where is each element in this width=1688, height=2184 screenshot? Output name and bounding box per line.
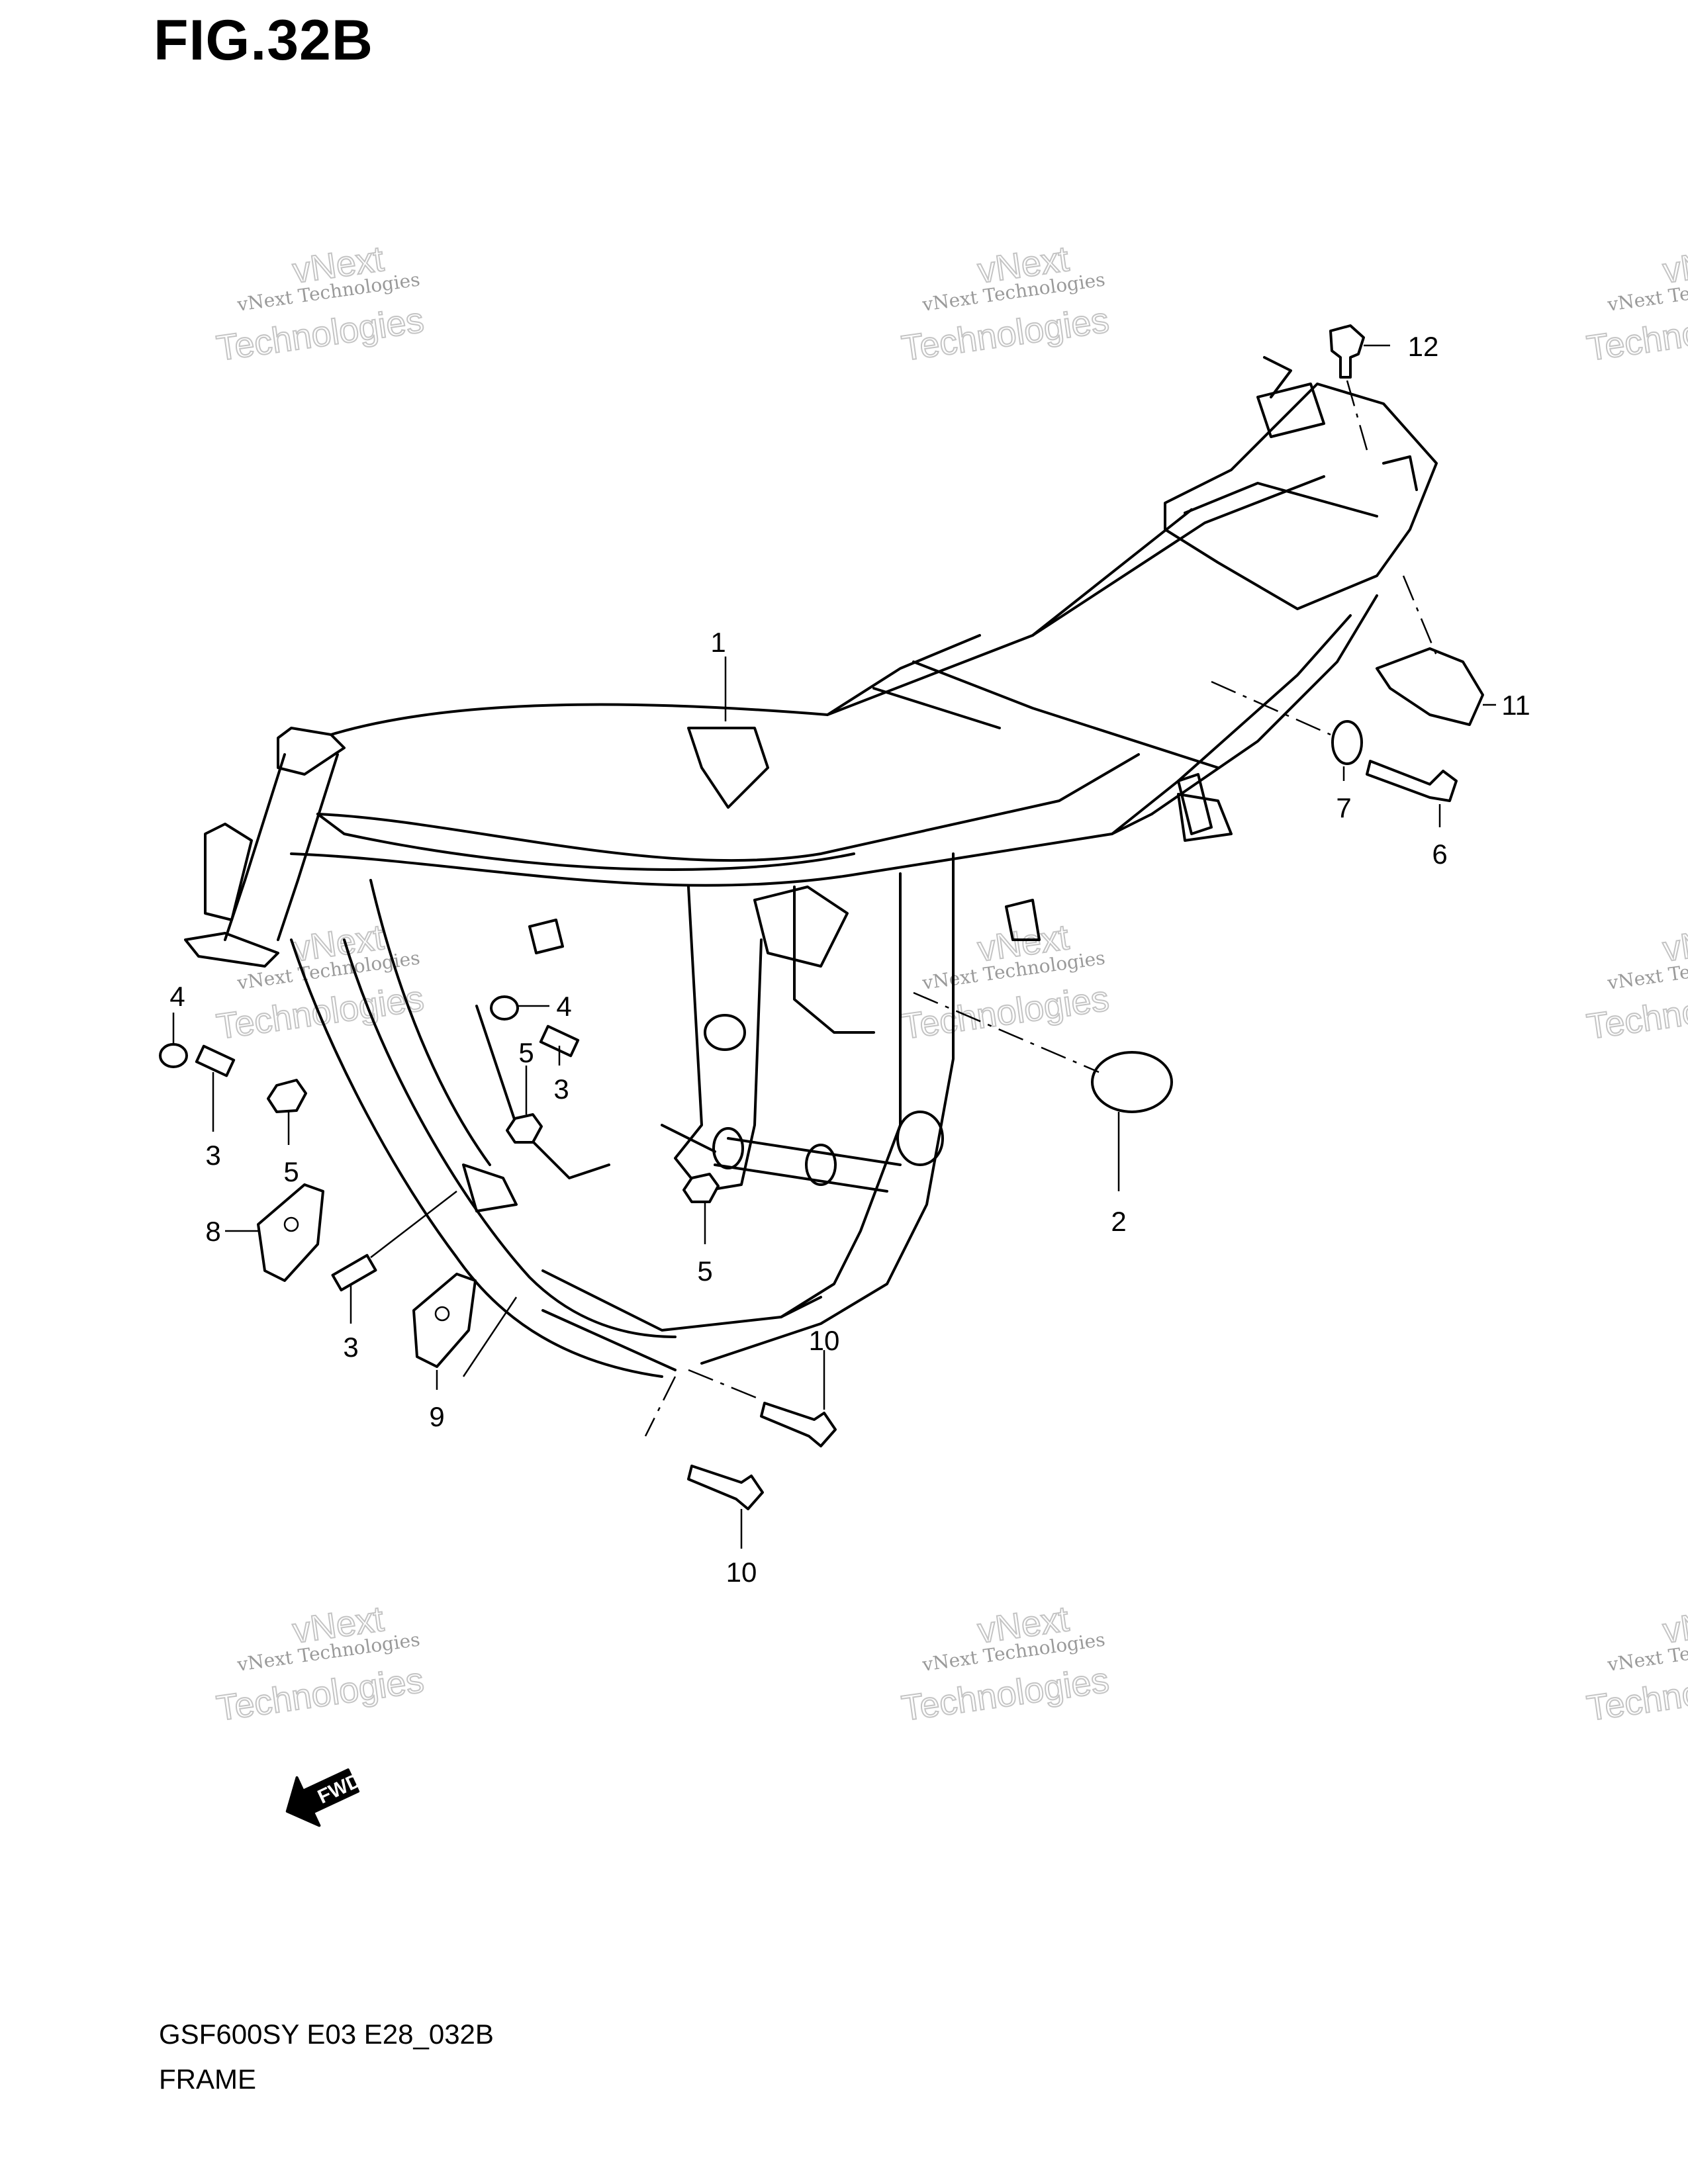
bolt-3 bbox=[539, 1024, 580, 1058]
watermark-group: vNext Technologies vNext Technologies vN… bbox=[213, 238, 1688, 1729]
bolt-6 bbox=[1366, 760, 1458, 802]
figure-title: FIG.32B bbox=[154, 9, 373, 72]
callout-label: 1 bbox=[710, 627, 726, 658]
callout-label: 7 bbox=[1336, 792, 1351, 823]
part-callouts: 1 2 3 3 3 4 4 5 5 5 bbox=[159, 324, 1530, 1588]
callout-label: 11 bbox=[1501, 690, 1530, 721]
bolt-3 bbox=[331, 1253, 377, 1292]
front-downtube bbox=[290, 938, 663, 1378]
nut-5 bbox=[267, 1079, 307, 1113]
washer-7 bbox=[1331, 720, 1363, 765]
callout-label: 3 bbox=[205, 1140, 220, 1171]
diagram-code: GSF600SY E03 E28_032B bbox=[159, 2019, 494, 2050]
bolt-10 bbox=[760, 1402, 837, 1447]
callout-label: 5 bbox=[518, 1037, 534, 1068]
watermark-text: vNext bbox=[1660, 1599, 1688, 1651]
main-spar-right bbox=[290, 813, 1153, 887]
bolt-3 bbox=[195, 1044, 236, 1077]
callout-label: 8 bbox=[205, 1216, 220, 1247]
engine-mount-plate-8 bbox=[257, 1183, 324, 1282]
callout-label: 5 bbox=[697, 1255, 712, 1287]
forward-direction-arrow: FWD bbox=[285, 1768, 365, 1827]
diagram-name: FRAME bbox=[159, 2064, 256, 2095]
steering-head bbox=[277, 727, 346, 776]
frame-cap-2 bbox=[1091, 1051, 1173, 1113]
callout-label: 10 bbox=[726, 1557, 757, 1588]
bolt-10 bbox=[687, 1465, 764, 1510]
callout-label: 4 bbox=[556, 991, 571, 1022]
callout-label: 4 bbox=[169, 981, 185, 1012]
nut-4 bbox=[490, 995, 519, 1021]
callout-label: 3 bbox=[553, 1073, 569, 1105]
rear-tail-section bbox=[1164, 383, 1438, 610]
callout-label: 12 bbox=[1408, 331, 1439, 362]
callout-label: 3 bbox=[343, 1332, 358, 1363]
nut-5 bbox=[682, 1173, 720, 1203]
nut-4 bbox=[159, 1043, 188, 1068]
main-spar-left bbox=[330, 475, 1325, 736]
watermark-text: vNext bbox=[1660, 917, 1688, 970]
swingarm-pivot bbox=[674, 886, 763, 1193]
callout-label: 9 bbox=[429, 1401, 444, 1432]
bracket-11 bbox=[1376, 647, 1484, 726]
nut-5 bbox=[506, 1113, 543, 1144]
callout-label: 2 bbox=[1111, 1206, 1126, 1237]
callout-label: 10 bbox=[809, 1325, 840, 1356]
bolt-12 bbox=[1329, 324, 1365, 379]
watermark-text: vNext bbox=[1660, 239, 1688, 291]
frame-drawing bbox=[184, 356, 1438, 1378]
callout-label: 5 bbox=[283, 1156, 299, 1187]
callout-label: 6 bbox=[1432, 839, 1447, 870]
